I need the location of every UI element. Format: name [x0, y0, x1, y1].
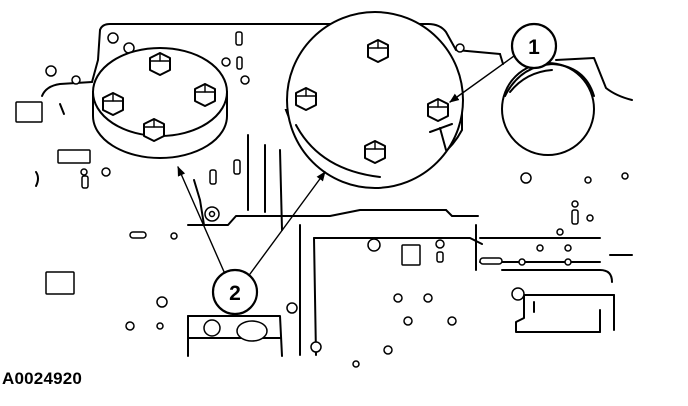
bolt-icon	[367, 39, 389, 63]
bolt-icon	[143, 118, 165, 142]
small-features	[15, 31, 629, 368]
right-cover-plate	[284, 11, 464, 189]
callout-2-label: 2	[229, 282, 241, 305]
left-cover-plate	[92, 47, 228, 159]
right-recess	[501, 62, 595, 156]
callout-2: 2	[211, 268, 259, 316]
callout-1: 1	[510, 22, 558, 70]
bolt-icon	[149, 52, 171, 76]
inner-housing-details	[35, 134, 633, 357]
figure-id-label: A0024920	[2, 369, 83, 388]
bolt-icon	[427, 98, 449, 122]
leader-arrows	[177, 55, 515, 275]
callout-1-label: 1	[528, 36, 540, 59]
housing-outline	[41, 23, 633, 115]
bolt-icon	[295, 87, 317, 111]
bolt-icon	[194, 83, 216, 107]
bolt-icon	[102, 92, 124, 116]
bolt-icon	[364, 140, 386, 164]
